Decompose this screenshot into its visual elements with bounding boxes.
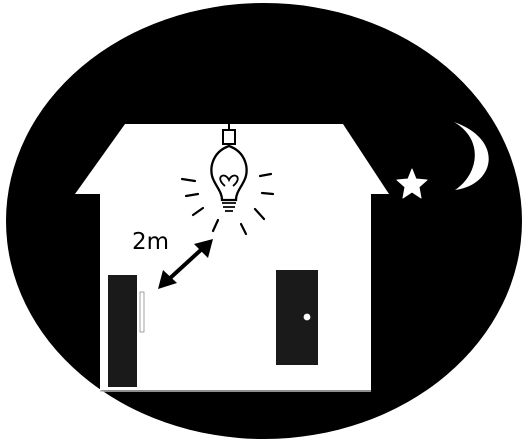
window-frame [108, 275, 137, 387]
front-door [276, 270, 318, 365]
door-knob [304, 314, 311, 321]
window-handle [140, 292, 144, 332]
distance-label: 2m [132, 229, 169, 255]
